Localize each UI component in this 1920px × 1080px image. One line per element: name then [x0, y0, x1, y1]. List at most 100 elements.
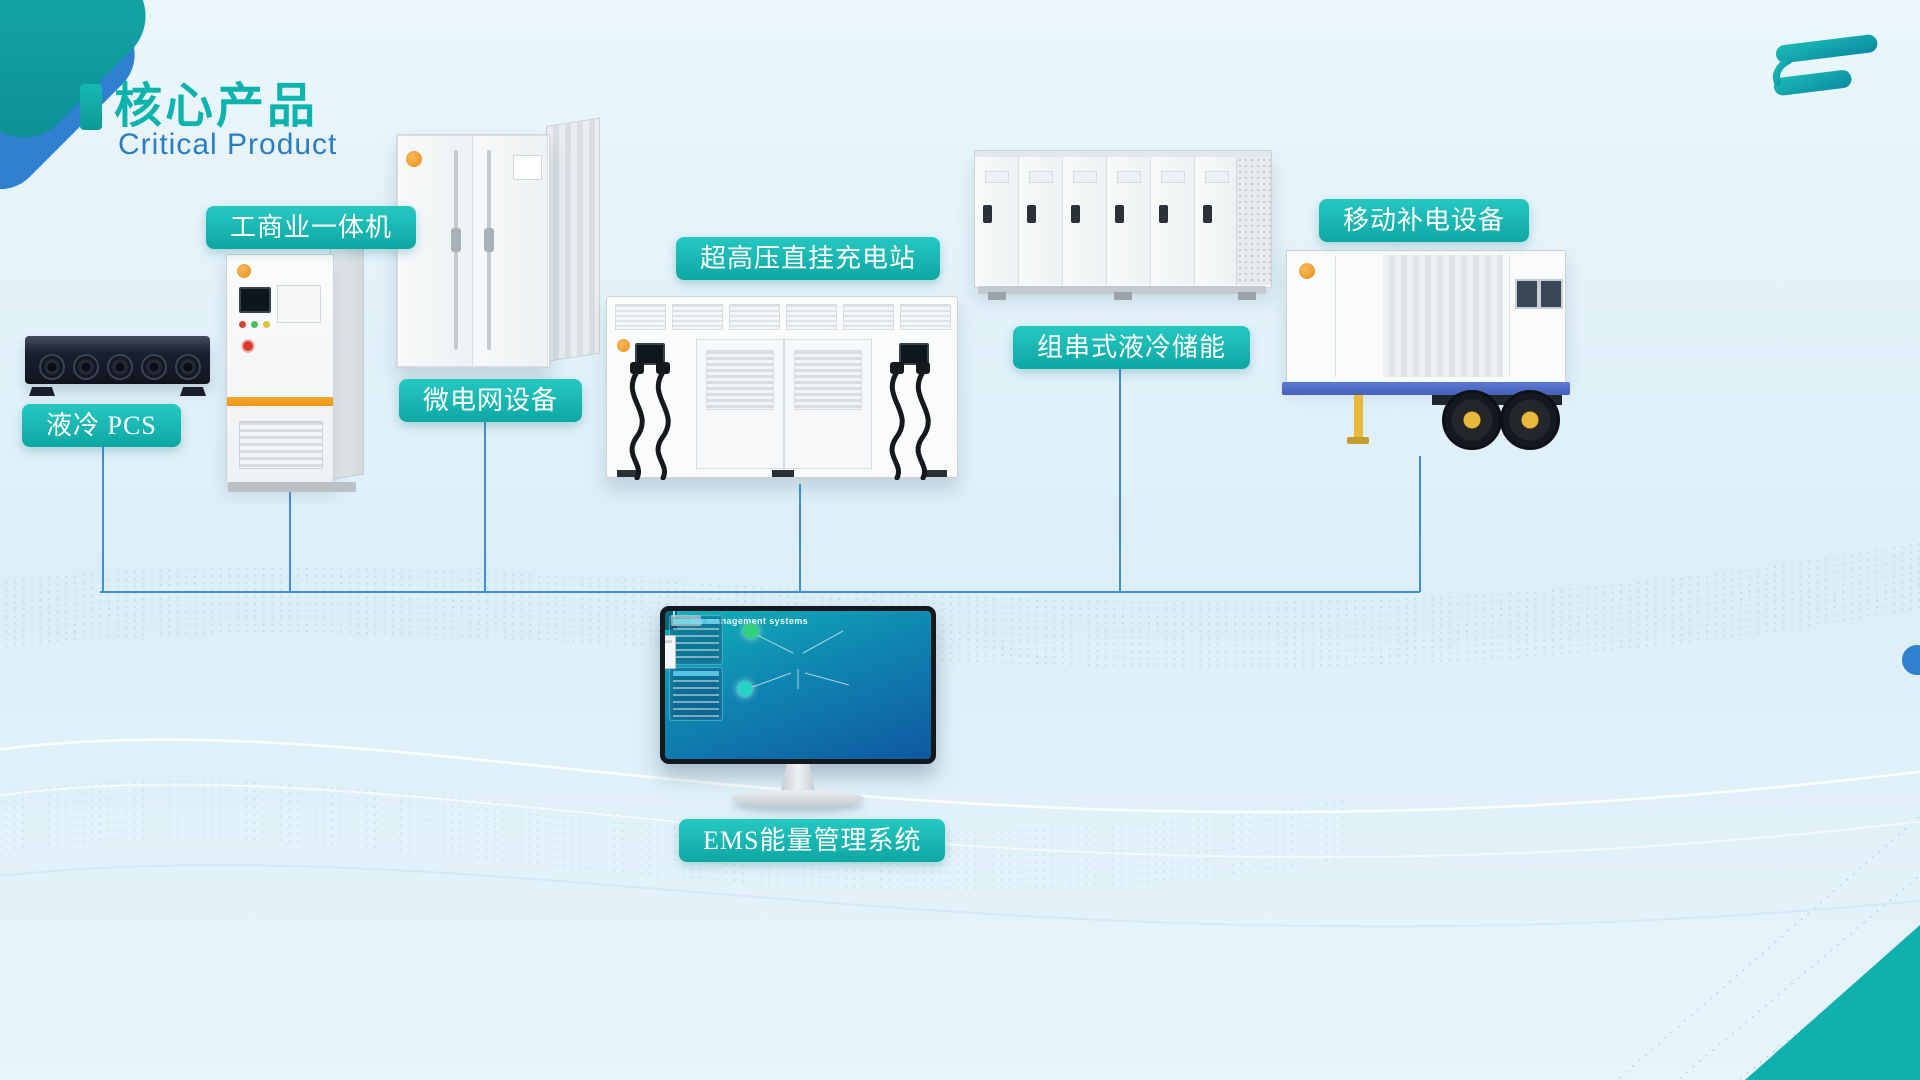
container-front: [396, 134, 550, 368]
container-window: [1515, 279, 1539, 309]
monitor-screen: Energy management systems: [665, 611, 931, 759]
pcs-chassis: [25, 336, 210, 384]
storage-door: [1063, 157, 1107, 285]
product-string-liquid-cooled-storage: [974, 150, 1272, 300]
door-vent: [985, 171, 1009, 183]
end-vent-panel: [1236, 157, 1271, 285]
title-accent-bar: [80, 84, 102, 130]
door-vent-louver: [706, 350, 774, 410]
panel-seam: [1509, 255, 1510, 377]
station-foot: [772, 470, 794, 477]
cabinet-side-panel: [330, 240, 364, 480]
storage-foot: [1114, 292, 1132, 300]
door-vent: [1161, 171, 1185, 183]
trailer-wheel: [1442, 390, 1502, 450]
product-ems-monitor: Energy management systems: [660, 606, 936, 818]
label-charging-station: 超高压直挂充电站: [676, 237, 941, 281]
roof-vent: [786, 304, 837, 330]
ems-node-icon: [737, 681, 753, 697]
door-handle: [484, 228, 494, 252]
ems-node-icon: [743, 623, 759, 639]
label-ems: EMS能量管理系统: [679, 819, 946, 863]
station-foot: [925, 470, 947, 477]
vent-box: [513, 155, 542, 180]
brand-logo-icon: [237, 264, 251, 278]
roof-vent: [729, 304, 780, 330]
monitor-stand-neck: [781, 764, 815, 791]
mounting-foot: [180, 387, 206, 396]
ems-panel: [669, 615, 723, 665]
brand-logo-icon: [617, 339, 630, 352]
label-string-storage: 组串式液冷储能: [1013, 326, 1251, 370]
door-handle: [983, 205, 992, 223]
dispenser-screen: [635, 343, 665, 365]
access-panel: [277, 285, 321, 323]
door-handle: [451, 228, 461, 252]
product-liquid-cooled-pcs: [25, 330, 210, 396]
container-window: [1539, 279, 1563, 309]
container-door: [397, 135, 473, 367]
roof-vent: [672, 304, 723, 330]
fan-icon: [39, 354, 65, 380]
storage-door: [1019, 157, 1063, 285]
product-mobile-power-trailer: [1282, 250, 1570, 468]
door-handle: [1203, 205, 1212, 223]
product-microgrid-container: [396, 117, 600, 372]
label-all-in-one: 工商业一体机: [206, 206, 417, 250]
status-led: [239, 321, 246, 328]
edge-dot-decoration: [1902, 645, 1920, 675]
monitor-stand-base: [732, 790, 864, 807]
storage-door: [1195, 157, 1239, 285]
trailer-container: [1286, 250, 1566, 384]
monitor-frame: Energy management systems: [660, 606, 936, 764]
fan-icon: [107, 354, 133, 380]
corner-decoration-bottom-right: [1745, 925, 1920, 1080]
emergency-button: [241, 339, 255, 353]
door-handle: [1115, 205, 1124, 223]
door-vent: [1073, 171, 1097, 183]
storage-door: [1151, 157, 1195, 285]
roof-vent: [900, 304, 951, 330]
storage-door: [975, 157, 1019, 285]
door-vent-louver: [794, 350, 862, 410]
page-title: 核心产品: [114, 80, 319, 133]
orange-stripe: [227, 397, 333, 406]
trailer-wheel: [1500, 390, 1560, 450]
storage-door: [1107, 157, 1151, 285]
fan-icon: [73, 354, 99, 380]
label-mobile-power: 移动补电设备: [1319, 199, 1530, 243]
door-handle: [1159, 205, 1168, 223]
vent-grille: [239, 421, 323, 469]
page-subtitle: Critical Product: [118, 128, 338, 161]
trailer-flatbed: [1282, 382, 1570, 395]
status-led: [263, 321, 270, 328]
ems-menu-bar: [665, 611, 681, 617]
cabinet-base: [228, 482, 356, 492]
company-logo-icon: [1772, 34, 1878, 96]
storage-body: [974, 150, 1272, 288]
brand-logo-icon: [406, 151, 422, 167]
charging-cables-icon: [889, 362, 931, 480]
roof-vent: [615, 304, 666, 330]
status-led: [251, 321, 258, 328]
door-vent: [1029, 171, 1053, 183]
product-commercial-industrial-cabinet: [226, 240, 366, 492]
label-microgrid: 微电网设备: [399, 379, 583, 423]
door-vent: [1117, 171, 1141, 183]
fan-icon: [175, 354, 201, 380]
charging-cables-icon: [629, 362, 671, 480]
brand-logo-icon: [1299, 263, 1315, 279]
label-liquid-cooled-pcs: 液冷 PCS: [22, 404, 181, 448]
station-door: [696, 339, 784, 469]
storage-foot: [1238, 292, 1256, 300]
storage-base: [978, 286, 1266, 294]
landing-leg-foot: [1347, 437, 1369, 444]
panel-seam: [1335, 255, 1336, 377]
container-corrugated-side: [546, 117, 600, 363]
cabinet-front-panel: [226, 254, 334, 484]
station-body: [606, 296, 958, 478]
fan-icon: [141, 354, 167, 380]
door-handle: [1071, 205, 1080, 223]
